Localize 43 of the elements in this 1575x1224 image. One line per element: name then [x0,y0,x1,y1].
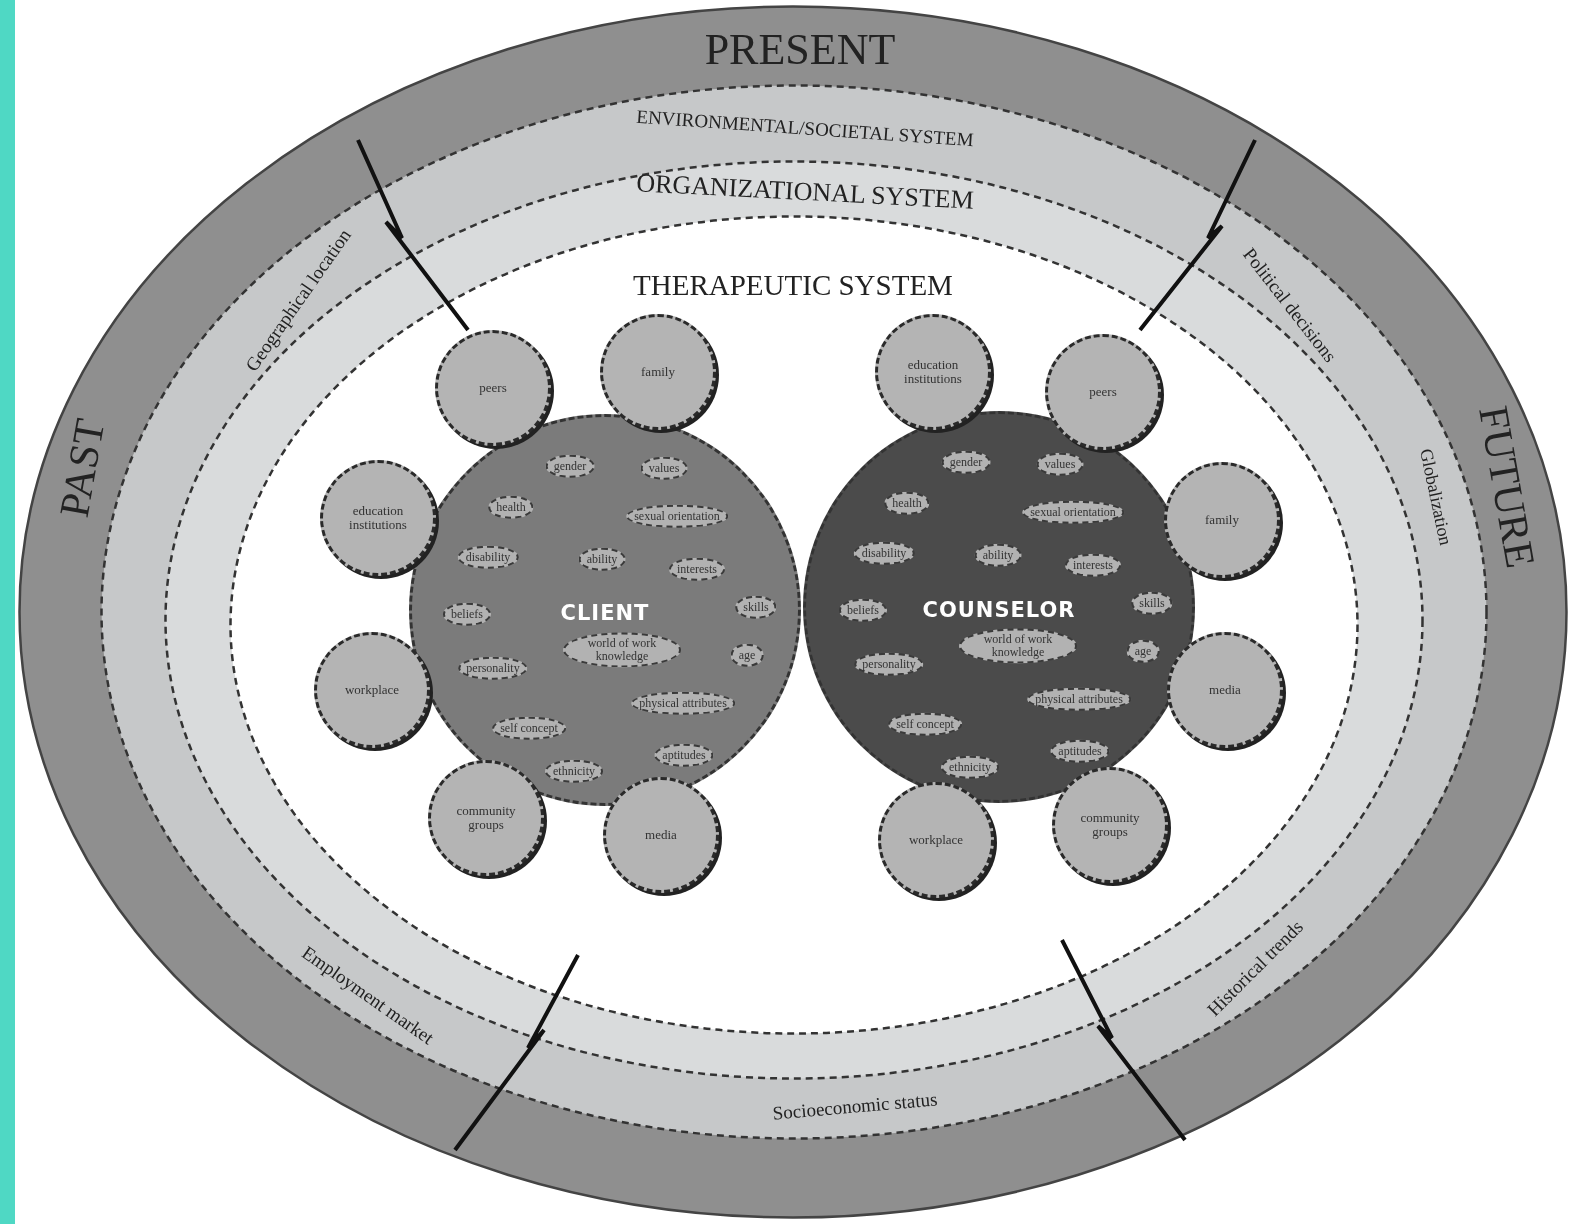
trait-badge: world of work knowledge [563,632,681,668]
trait-badge: ethnicity [941,755,999,779]
trait-badge: sexual orientation [1022,500,1124,524]
circle-title: COUNSELOR [922,598,1076,622]
trait-badge: aptitudes [1050,739,1110,763]
trait-badge: beliefs [839,598,887,622]
trait-badge: age [730,643,764,667]
trait-badge: self concept [888,712,962,736]
time-label: PAST [52,415,112,521]
trait-badge: ability [578,547,626,571]
system-title: ORGANIZATIONAL SYSTEM [635,170,975,214]
trait-badge: aptitudes [654,743,714,767]
trait-badge: skills [735,595,777,619]
trait-badge: skills [1131,591,1173,615]
trait-badge: gender [545,454,595,478]
trait-badge: age [1126,639,1160,663]
trait-badge: interests [1065,553,1121,577]
influence-label: Socioeconomic status [771,1089,939,1123]
trait-badge: gender [941,450,991,474]
trait-badge: ability [974,543,1022,567]
trait-badge: health [488,495,534,519]
time-label: FUTURE [1472,402,1542,572]
trait-badge: values [640,456,688,480]
trait-badge: values [1036,452,1084,476]
trait-badge: personality [854,652,924,676]
trait-badge: ethnicity [545,759,603,783]
outer-time-ring [18,5,1568,1219]
trait-badge: beliefs [443,602,491,626]
trait-badge: health [884,491,930,515]
time-label: PRESENT [704,28,896,72]
influence-label: Globalization [1417,447,1455,547]
trait-badge: self concept [492,716,566,740]
trait-badge: disability [457,545,519,569]
system-title: ENVIRONMENTAL/SOCIETAL SYSTEM [635,106,975,150]
trait-badge: sexual orientation [626,504,728,528]
trait-badge: physical attributes [631,691,735,715]
trait-badge: physical attributes [1027,687,1131,711]
trait-badge: personality [458,656,528,680]
trait-badge: disability [853,541,915,565]
trait-badge: world of work knowledge [959,628,1077,664]
system-title: THERAPEUTIC SYSTEM [633,270,953,300]
circle-title: CLIENT [560,601,650,625]
trait-badge: interests [669,557,725,581]
